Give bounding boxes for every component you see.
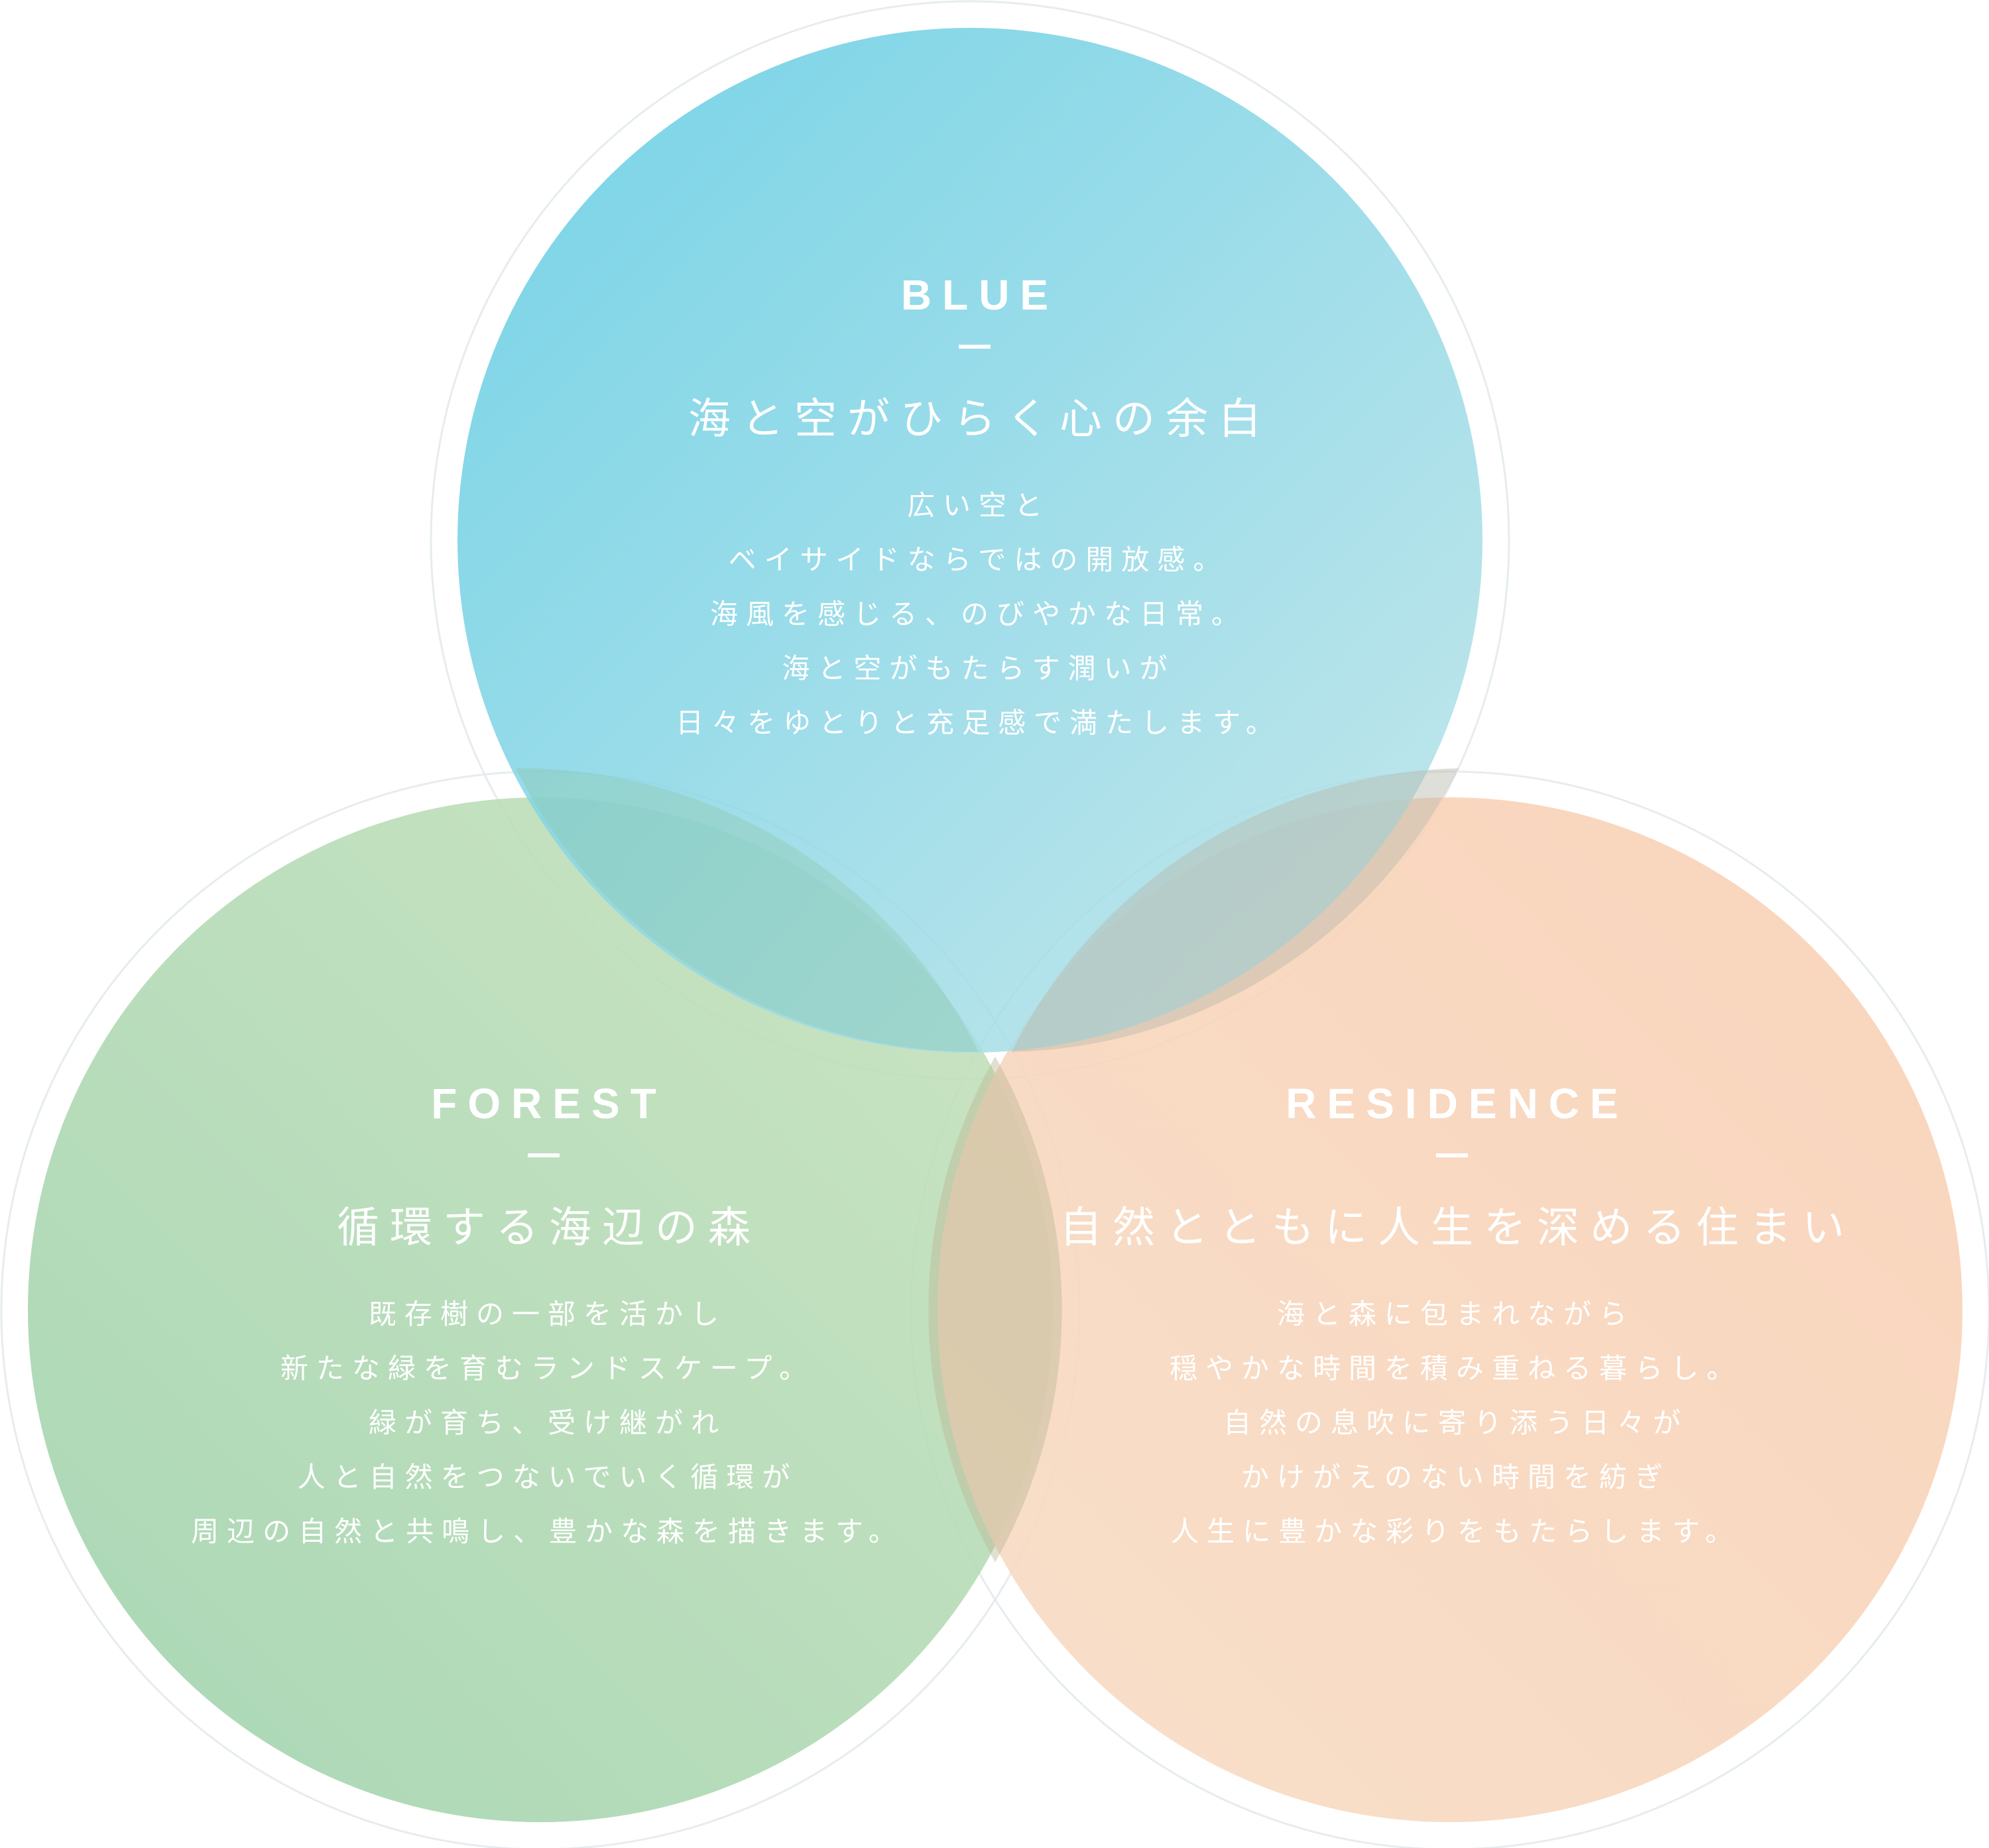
forest-body-line: 人と自然をつないでいく循環が (297, 1461, 798, 1493)
blue-dash (959, 345, 991, 349)
residence-circle (937, 797, 1962, 1822)
forest-heading: 循環する海辺の森 (337, 1204, 761, 1253)
forest-body-line: 緑が育ち、受け継がれ (368, 1407, 727, 1439)
forest-body-line: 新たな緑を育むランドスケープ。 (280, 1352, 815, 1385)
residence-dash (1436, 1153, 1468, 1157)
blue-text-block: BLUE 海と空がひらく心の余白 広い空と ベイサイドならではの開放感。 海風を… (544, 265, 1406, 750)
forest-body-line: 既存樹の一部を活かし (368, 1298, 727, 1330)
blue-body: 広い空と ベイサイドならではの開放感。 海風を感じる、のびやかな日常。 海と空が… (544, 479, 1406, 750)
blue-heading: 海と空がひらく心の余白 (688, 395, 1272, 444)
blue-body-line: ベイサイドならではの開放感。 (728, 544, 1229, 576)
forest-dash (528, 1153, 560, 1157)
forest-circle (28, 797, 1053, 1822)
blue-body-line: 広い空と (906, 489, 1050, 522)
forest-label: FOREST (431, 1080, 667, 1127)
blue-label: BLUE (900, 271, 1059, 319)
residence-body-line: 海と森に包まれながら (1276, 1298, 1635, 1330)
blue-body-line: 日々をゆとりと充足感で満たします。 (676, 707, 1282, 739)
forest-body: 既存樹の一部を活かし 新たな緑を育むランドスケープ。 緑が育ち、受け継がれ 人と… (113, 1287, 975, 1559)
blue-forest-overlap (516, 768, 979, 1053)
residence-body-line: かけがえのない時間を紡ぎ (1240, 1461, 1671, 1493)
residence-heading: 自然とともに人生を深める住まい (1059, 1204, 1855, 1253)
residence-text-block: RESIDENCE 自然とともに人生を深める住まい 海と森に包まれながら 穏やか… (1021, 1074, 1883, 1559)
residence-body-line: 人生に豊かな彩りをもたらします。 (1171, 1515, 1741, 1548)
blue-residence-overlap (1012, 768, 1459, 1052)
residence-body-line: 自然の息吹に寄り添う日々が (1223, 1407, 1689, 1439)
forest-body-line: 周辺の自然と共鳴し、豊かな森を描きます。 (191, 1515, 904, 1548)
residence-body-line: 穏やかな時間を積み重ねる暮らし。 (1169, 1352, 1742, 1385)
forest-residence-overlap (928, 1057, 1062, 1562)
residence-label: RESIDENCE (1286, 1080, 1629, 1127)
blue-body-line: 海と空がもたらす潤いが (782, 652, 1175, 685)
blue-body-line: 海風を感じる、のびやかな日常。 (709, 598, 1247, 630)
blue-circle (457, 28, 1482, 1053)
forest-text-block: FOREST 循環する海辺の森 既存樹の一部を活かし 新たな緑を育むランドスケー… (113, 1074, 975, 1559)
residence-body: 海と森に包まれながら 穏やかな時間を積み重ねる暮らし。 自然の息吹に寄り添う日々… (1021, 1287, 1883, 1559)
